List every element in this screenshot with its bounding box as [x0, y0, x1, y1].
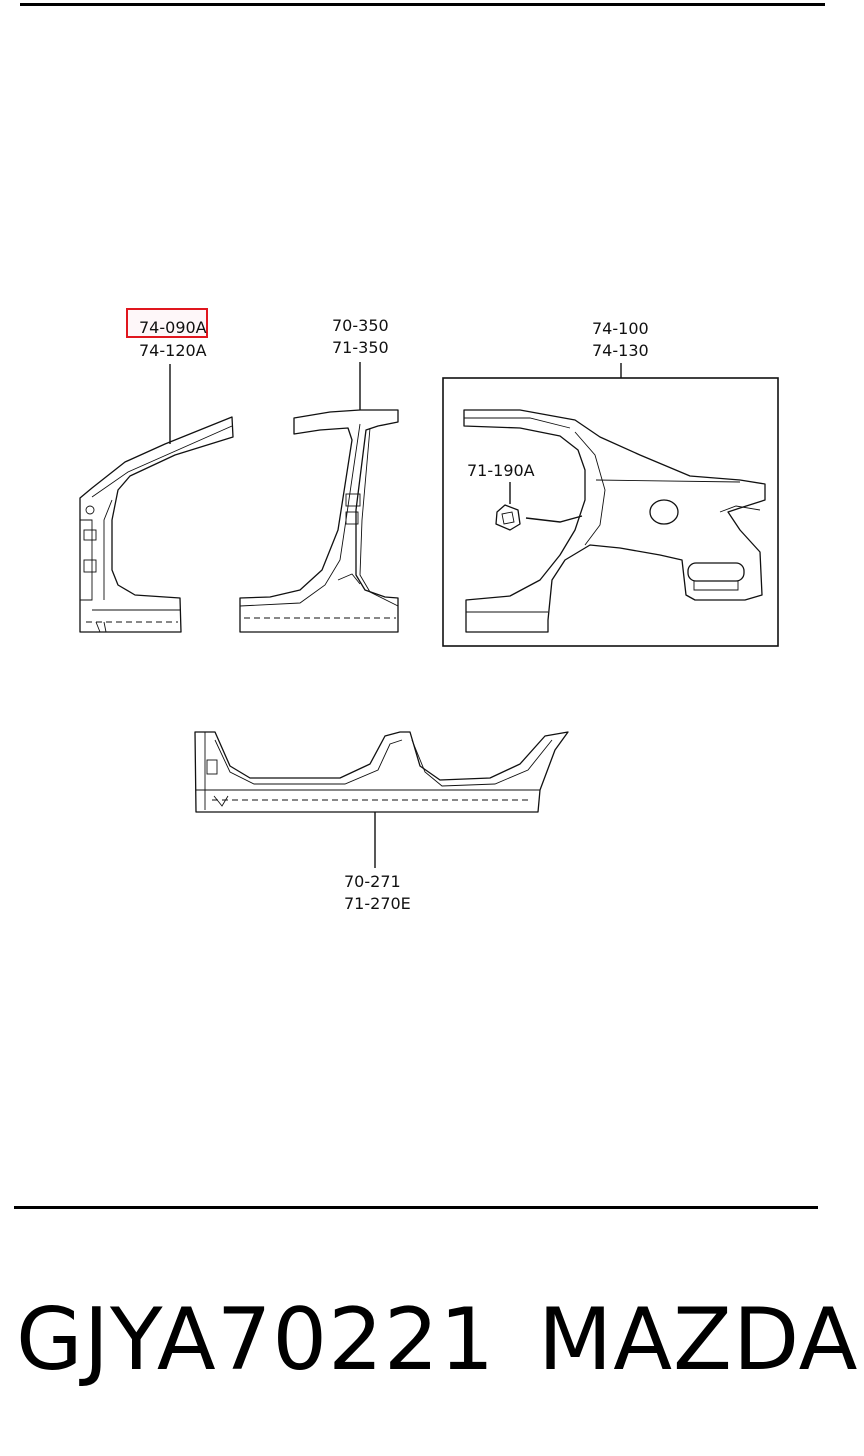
- quarter-panel-frame: [442, 377, 779, 647]
- label-a-pillar-1[interactable]: 74-090A: [139, 318, 207, 337]
- label-quarter-2[interactable]: 74-130: [592, 341, 649, 360]
- label-a-pillar-2[interactable]: 74-120A: [139, 341, 207, 360]
- label-fuel-lid[interactable]: 71-190A: [467, 461, 535, 480]
- bottom-rule: [14, 1206, 818, 1209]
- brand-name: MAZDA: [538, 1290, 859, 1390]
- fuel-lid-part[interactable]: [495, 504, 583, 531]
- quarter-panel-part[interactable]: [463, 409, 766, 633]
- part-number: GJYA70221: [16, 1290, 496, 1390]
- label-sill-2[interactable]: 71-270E: [344, 894, 411, 913]
- label-b-pillar-1[interactable]: 70-350: [332, 316, 389, 335]
- parts-diagram: 74-090A 74-120A 70-350 71-350 74-100 74-…: [79, 308, 779, 913]
- a-pillar-part[interactable]: [79, 416, 234, 633]
- label-quarter-1[interactable]: 74-100: [592, 319, 649, 338]
- highlighted-part-box: [126, 308, 208, 338]
- b-pillar-part[interactable]: [239, 409, 399, 633]
- top-rule: [20, 3, 825, 6]
- side-sill-part[interactable]: [194, 731, 569, 813]
- label-sill-1[interactable]: 70-271: [344, 872, 401, 891]
- label-b-pillar-2[interactable]: 71-350: [332, 338, 389, 357]
